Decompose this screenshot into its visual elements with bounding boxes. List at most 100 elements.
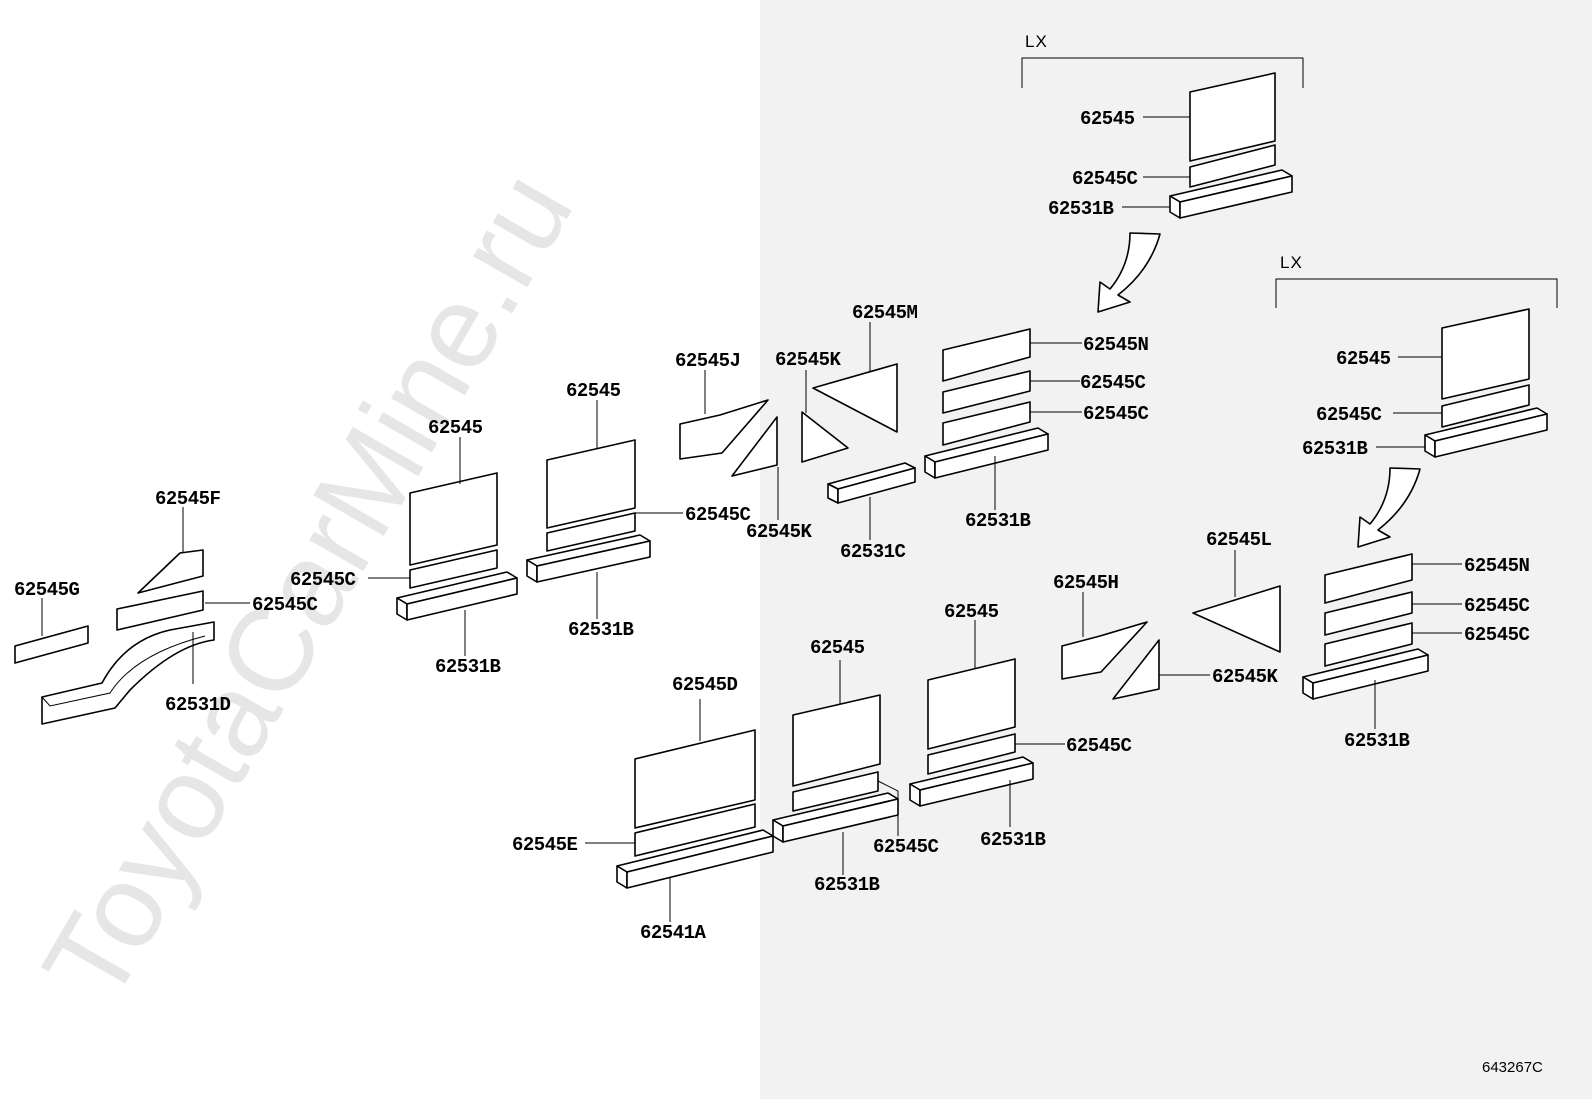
part-group-lx-top (1169, 72, 1293, 219)
label-n2-b: 62531B (1344, 730, 1410, 752)
label-lx1-main: 62545 (1080, 108, 1135, 130)
arrow-lx-right-icon (1357, 467, 1421, 548)
label-lx2-main: 62545 (1336, 348, 1391, 370)
label-n1-b: 62531B (965, 510, 1031, 532)
label-62531c: 62531C (840, 541, 906, 563)
part-62545d-panel (634, 729, 756, 829)
part-62545l-triangle (1192, 585, 1281, 653)
part-62531b-block-lx-top-side (1179, 175, 1293, 219)
part-62545-panel-lx-right (1441, 308, 1530, 400)
label-lx1-b: 62531B (1048, 198, 1114, 220)
part-62545n-strip-right (1324, 553, 1413, 604)
label-62545k-right: 62545K (1212, 666, 1279, 688)
part-62545k-upper-triangle (801, 411, 849, 463)
part-62545-panel-2 (546, 439, 636, 529)
label-62545k-lower: 62545K (746, 521, 813, 543)
label-62545h: 62545H (1053, 572, 1119, 594)
label-p1-c: 62545C (290, 569, 356, 591)
part-62545k-lower-triangle (731, 416, 778, 477)
part-62545c-strip-1 (409, 549, 498, 589)
label-n1-c1: 62545C (1080, 372, 1146, 394)
part-group-rear-fender (14, 549, 215, 725)
label-62541a: 62541A (640, 922, 707, 944)
label-lx-top: LX (1025, 32, 1048, 51)
label-62545c-leftmost: 62545C (252, 594, 318, 616)
label-62545l: 62545L (1206, 529, 1272, 551)
part-62545f-triangle (137, 549, 204, 594)
lx-bracket-right (1275, 278, 1558, 308)
shaded-background-panel (760, 0, 1592, 1099)
label-62545g: 62545G (14, 579, 80, 601)
label-62545f: 62545F (155, 488, 221, 510)
label-62545k-upper: 62545K (775, 349, 842, 371)
label-62545m: 62545M (852, 302, 918, 324)
part-group-jkm (679, 363, 916, 504)
diagram-code: 643267C (1482, 1059, 1543, 1076)
part-group-lx-right (1424, 308, 1548, 458)
part-group-d-e-a (616, 729, 774, 889)
part-62545-panel-4 (927, 658, 1016, 750)
part-62545g-strip (14, 625, 89, 664)
part-62545c-strip-lx-top (1189, 144, 1276, 188)
label-p1-b: 62531B (435, 656, 501, 678)
part-62545-panel-1 (409, 472, 498, 566)
part-62541a-block-side (626, 835, 774, 889)
part-62545e-strip (634, 803, 756, 857)
part-62531b-block-right-side (1312, 654, 1429, 700)
part-group-n-right (1302, 553, 1429, 700)
part-62531c-block-side (837, 467, 916, 504)
label-p4-b: 62531B (980, 829, 1046, 851)
label-p2-c: 62545C (685, 504, 751, 526)
part-group-panel-2 (526, 439, 651, 583)
part-62545k-right-triangle (1112, 639, 1160, 700)
leader-p3-c (877, 780, 899, 836)
part-62531b-block-4-side (919, 762, 1034, 807)
part-62545c-strip-4 (927, 733, 1016, 775)
label-lx-right: LX (1280, 253, 1303, 272)
part-62545c-strip-center-2 (942, 401, 1031, 446)
part-62545c-strip-left (116, 590, 204, 631)
part-62545c-strip-center-1 (942, 370, 1031, 414)
label-lx1-c: 62545C (1072, 168, 1138, 190)
part-62545c-strip-3 (792, 771, 879, 812)
part-62545m-triangle (812, 363, 898, 433)
part-group-n-center (924, 328, 1049, 479)
part-62545c-strip-2 (546, 512, 636, 552)
label-n1: 62545N (1083, 334, 1149, 356)
arrow-lx-top-icon (1097, 232, 1161, 313)
part-62545c-strip-lx-right (1441, 384, 1530, 428)
part-62545n-strip-center (942, 328, 1031, 382)
label-n2: 62545N (1464, 555, 1530, 577)
part-62531d-top-edge (41, 635, 206, 707)
label-p4-c: 62545C (1066, 735, 1132, 757)
part-62531b-block-center-side (934, 433, 1049, 479)
label-lx2-b: 62531B (1302, 438, 1368, 460)
label-p3-c: 62545C (873, 836, 939, 858)
label-p1-main: 62545 (428, 417, 483, 439)
part-62545-panel-lx-top (1189, 72, 1276, 162)
part-group-h-k-l (1061, 585, 1281, 700)
part-group-panel-3 (772, 694, 899, 843)
part-group-panel-1 (396, 472, 518, 621)
label-62545d: 62545D (672, 674, 738, 696)
label-n2-c1: 62545C (1464, 595, 1530, 617)
label-p2-b: 62531B (568, 619, 634, 641)
part-62545j-wedge (679, 399, 769, 460)
lx-bracket-top (1021, 57, 1304, 88)
label-p3-main: 62545 (810, 637, 865, 659)
label-p3-b: 62531B (814, 874, 880, 896)
label-62545e: 62545E (512, 834, 578, 856)
part-62531b-block-2-side (536, 540, 651, 583)
label-p2-main: 62545 (566, 380, 621, 402)
label-62531d: 62531D (165, 694, 231, 716)
part-group-panel-4 (909, 658, 1034, 807)
label-p4-main: 62545 (944, 601, 999, 623)
part-62545-panel-3 (792, 694, 881, 787)
label-62545j: 62545J (675, 350, 740, 372)
label-n2-c2: 62545C (1464, 624, 1530, 646)
part-62545c-strip-right-1 (1324, 591, 1413, 636)
part-62531b-block-lx-right-side (1434, 413, 1548, 458)
part-62545h-wedge (1061, 621, 1148, 680)
part-62531b-block-1-side (406, 577, 518, 621)
